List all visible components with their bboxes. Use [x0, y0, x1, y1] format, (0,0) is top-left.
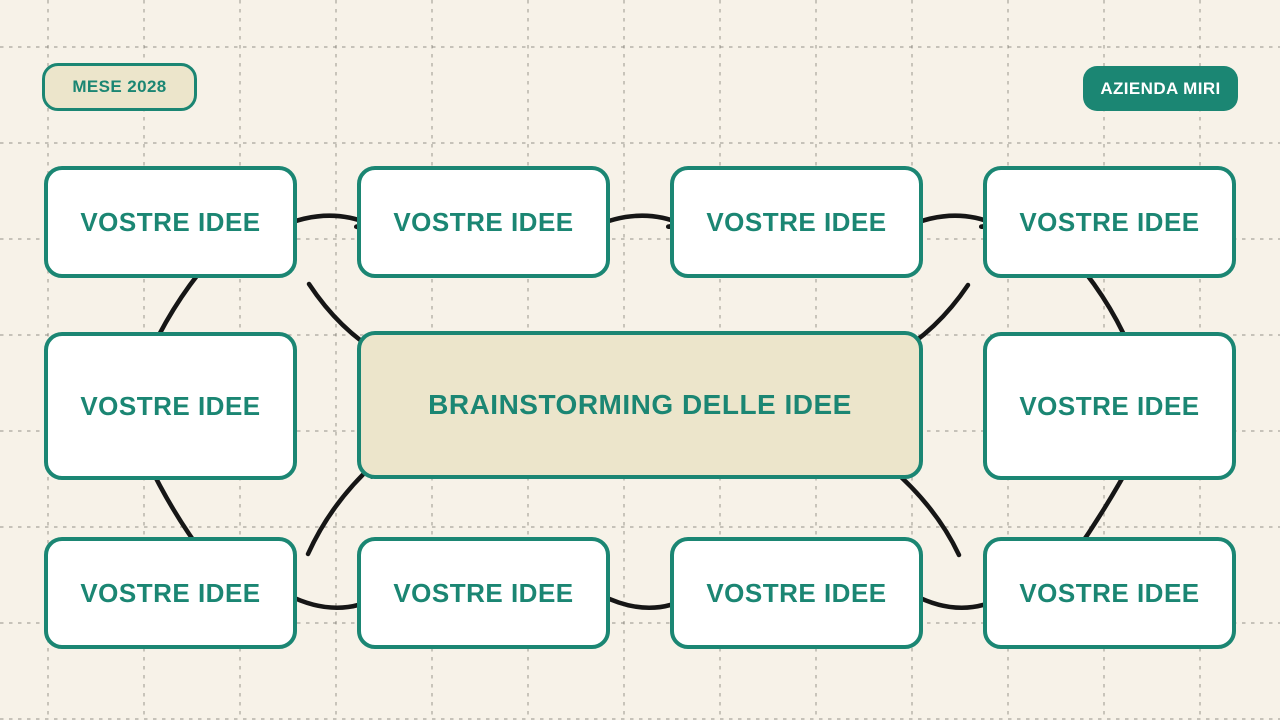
node-middle-left-label: VOSTRE IDEE [80, 390, 261, 421]
node-bottom-2[interactable]: VOSTRE IDEE [357, 537, 610, 649]
node-middle-right-label: VOSTRE IDEE [1019, 390, 1200, 421]
node-middle-left[interactable]: VOSTRE IDEE [44, 332, 297, 480]
node-top-1[interactable]: VOSTRE IDEE [44, 166, 297, 278]
node-top-1-label: VOSTRE IDEE [80, 206, 261, 237]
node-top-2[interactable]: VOSTRE IDEE [357, 166, 610, 278]
node-bottom-4[interactable]: VOSTRE IDEE [983, 537, 1236, 649]
node-center-brainstorming[interactable]: BRAINSTORMING DELLE IDEE [357, 331, 923, 479]
company-badge[interactable]: AZIENDA MIRI [1083, 66, 1238, 111]
date-badge[interactable]: MESE 2028 [42, 63, 197, 111]
node-top-2-label: VOSTRE IDEE [393, 206, 574, 237]
node-top-4[interactable]: VOSTRE IDEE [983, 166, 1236, 278]
node-middle-right[interactable]: VOSTRE IDEE [983, 332, 1236, 480]
date-badge-label: MESE 2028 [72, 77, 167, 96]
node-bottom-3[interactable]: VOSTRE IDEE [670, 537, 923, 649]
node-bottom-1-label: VOSTRE IDEE [80, 577, 261, 608]
node-top-3-label: VOSTRE IDEE [706, 206, 887, 237]
node-bottom-2-label: VOSTRE IDEE [393, 577, 574, 608]
node-bottom-4-label: VOSTRE IDEE [1019, 577, 1200, 608]
node-bottom-1[interactable]: VOSTRE IDEE [44, 537, 297, 649]
node-top-3[interactable]: VOSTRE IDEE [670, 166, 923, 278]
node-bottom-3-label: VOSTRE IDEE [706, 577, 887, 608]
node-center-label: BRAINSTORMING DELLE IDEE [428, 389, 852, 420]
node-top-4-label: VOSTRE IDEE [1019, 206, 1200, 237]
company-badge-label: AZIENDA MIRI [1100, 78, 1221, 98]
